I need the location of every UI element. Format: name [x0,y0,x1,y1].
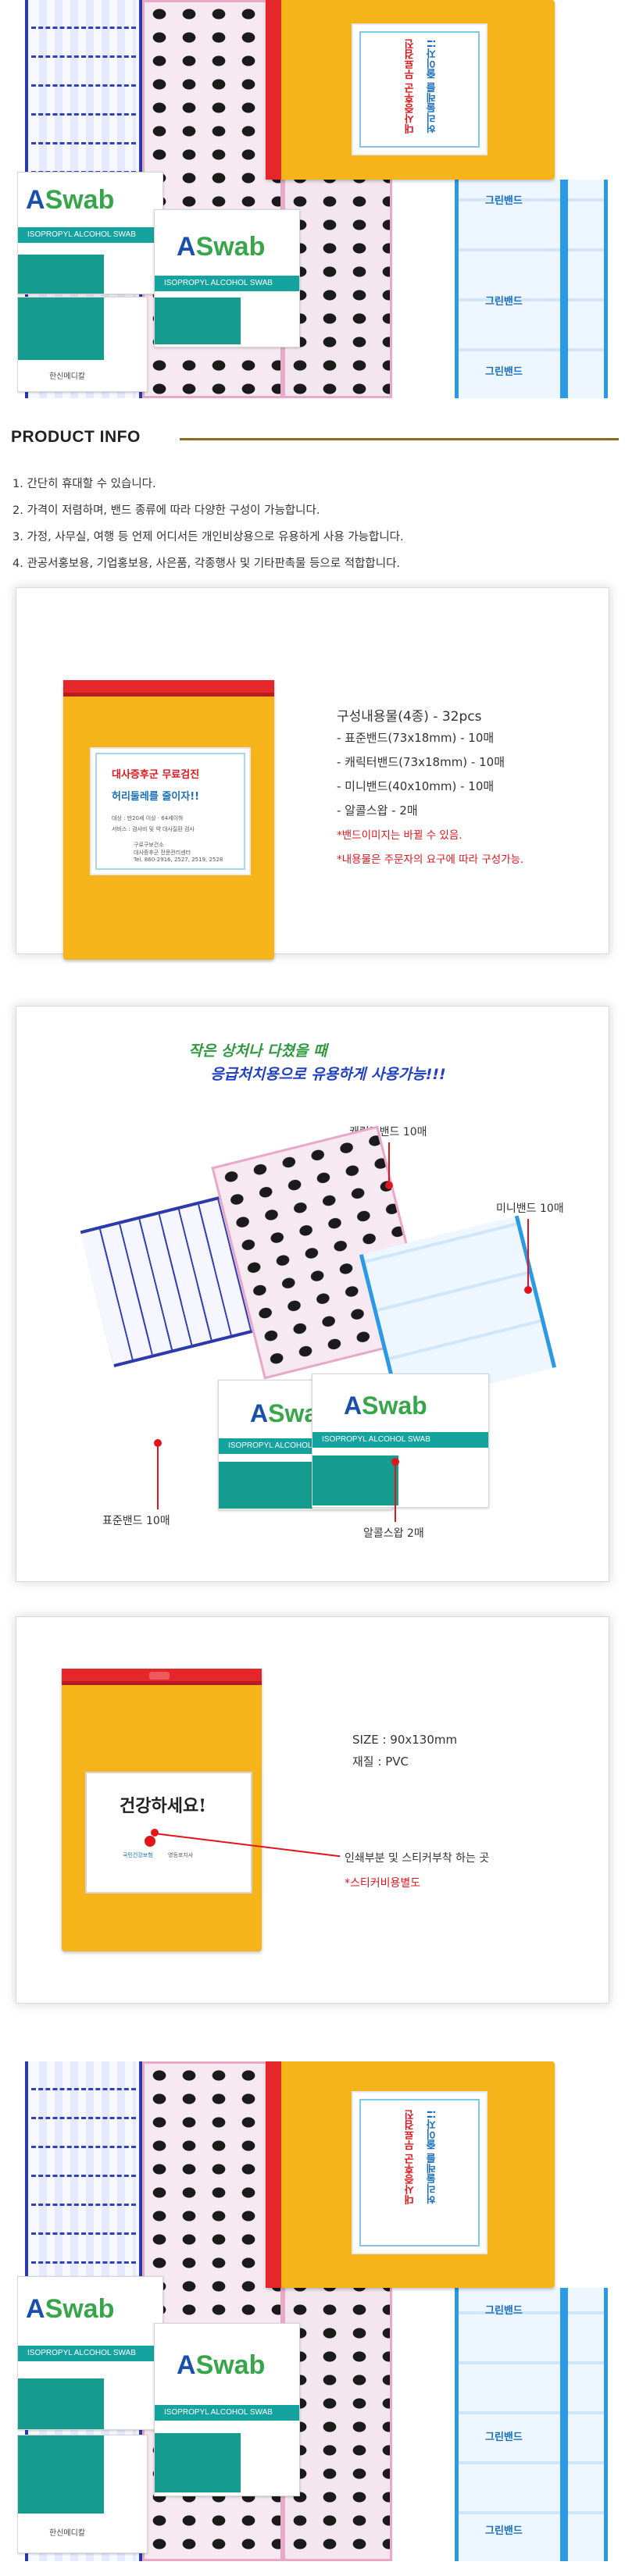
mini-band-label: 그린밴드 [485,2305,523,2317]
size-value: SIZE : 90x130mm [352,1733,458,1747]
card-detail: 서비스 : 검사비 및 약 대사질환 검사 [112,826,195,832]
sticker-note: *스티커비용별도 [345,1877,421,1890]
contents-panel: 대사증후군 무료검진 허리둘레를 줄이자!! 대상 : 만20세 이상 · 64… [16,587,609,960]
callout-leader [388,1142,390,1183]
mini-band-label: 그린밴드 [485,2525,523,2537]
product-collage-top: 그린밴드 그린밴드 그린밴드 대사증후군 무료검진 허리둘레를 줄이자!! AS… [17,0,608,398]
size-spec: SIZE : 90x130mm 재질 : PVC [352,1733,457,1777]
yellow-pouch: 건강하세요! 국민건강보험 영등포지사 [62,1669,262,1951]
product-info-title: PRODUCT INFO [11,428,141,446]
mini-band-column [564,180,608,398]
yellow-pouch: 대사증후군 무료검진 허리둘레를 줄이자!! [266,2061,555,2288]
card-detail: Tel. 860-2916, 2527, 2519, 2528 [134,857,223,863]
standard-band-label: 표준밴드 10매 [102,1515,170,1527]
headline: 작은 상처나 다쳤을 때 [188,1042,327,1060]
heart-icon [145,1836,155,1847]
material-value: 재질 : PVC [352,1755,409,1769]
spec-title: 구성내용물(4종) - 32pcs [337,709,482,725]
alcohol-swab-packet: ASwab ISOPROPYL ALCOHOL SWAB [154,209,300,347]
pouch-card-text: 대사증후군 무료검진 [405,39,416,134]
mini-band-label: 그린밴드 [485,366,523,378]
mini-band-label: 미니밴드 10매 [496,1202,564,1215]
headline: 응급처치용으로 유용하게 사용가능!!! [210,1066,446,1083]
card-logo: 국민건강보험 [123,1852,153,1858]
callout-dot [154,1439,162,1447]
mini-band-label: 그린밴드 [485,2432,523,2443]
alcohol-swab-label: 알콜스왑 2매 [363,1527,424,1540]
alcohol-swab-packet: ASwab ISOPROPYL ALCOHOL SWAB [312,1374,489,1508]
spec-item: - 미니밴드(40x10mm) - 10매 [337,779,495,793]
callout-dot [385,1181,393,1189]
pouch-card-text: 허리둘레를 줄이자!! [427,39,438,134]
mini-band-column: 그린밴드 그린밴드 그린밴드 [455,2288,564,2561]
alcohol-swab-packet: ASwab ISOPROPYL ALCOHOL SWAB [154,2323,300,2496]
print-area-label: 인쇄부분 및 스티커부착 하는 곳 [345,1852,490,1865]
mini-band-column [564,2288,608,2561]
zip-pull [149,1672,170,1680]
product-info-divider [180,438,619,440]
mini-band-column: 그린밴드 그린밴드 그린밴드 [455,180,564,398]
yellow-pouch: 대사증후군 무료검진 허리둘레를 줄이자!! 대상 : 만20세 이상 · 64… [63,680,274,960]
spec-item: - 알콜스왑 - 2매 [337,803,418,818]
callout-leader [527,1219,529,1288]
spec-note: *내용물은 주문자의 요구에 따라 구성가능. [337,853,524,866]
card-greeting: 건강하세요! [120,1796,206,1816]
spec-item: - 표준밴드(73x18mm) - 10매 [337,731,495,745]
list-item: 4. 관공서홍보용, 기업홍보용, 사은품, 각종행사 및 기타판촉물 등으로 … [12,558,401,570]
card-logo: 영등포지사 [168,1852,194,1858]
callout-dot [524,1286,532,1294]
callout-dot [391,1458,399,1466]
alcohol-swab-packet: 한신메디칼 [17,297,148,392]
card-detail: 대사증후군 전문관리센터 [134,850,191,856]
card-headline: 허리둘레를 줄이자!! [112,791,200,803]
alcohol-swab-packet: ASwab ISOPROPYL ALCOHOL SWAB [17,2276,163,2430]
mini-band-label: 그린밴드 [485,296,523,308]
card-headline: 대사증후군 무료검진 [112,769,200,781]
list-item: 1. 간단히 휴대할 수 있습니다. [12,478,156,490]
pouch-card-text: 대사증후군 무료검진 [405,2110,416,2205]
pouch-card-text: 허리둘레를 줄이자!! [427,2110,438,2204]
alcohol-swab-packet: 한신메디칼 [17,2435,148,2553]
list-item: 3. 가정, 사무실, 여행 등 언제 어디서든 개인비상용으로 유용하게 사용… [12,531,404,543]
callout-leader [395,1463,396,1522]
yellow-pouch: 대사증후군 무료검진 허리둘레를 줄이자!! [266,0,555,180]
product-info-list: 1. 간단히 휴대할 수 있습니다. 2. 가격이 저렴하며, 밴드 종류에 따… [12,475,404,581]
callout-dot [151,1829,159,1837]
contents-spec: 구성내용물(4종) - 32pcs - 표준밴드(73x18mm) - 10매 … [337,705,523,875]
size-panel: 건강하세요! 국민건강보험 영등포지사 SIZE : 90x130mm 재질 :… [16,1616,609,2004]
callout-leader [157,1444,159,1509]
spec-note: *밴드이미지는 바뀔 수 있음. [337,829,462,842]
alcohol-swab-packet: ASwab ISOPROPYL ALCOHOL SWAB [17,172,163,294]
mini-band-label: 그린밴드 [485,195,523,207]
product-collage-bottom: 그린밴드 그린밴드 그린밴드 대사증후군 무료검진 허리둘레를 줄이자!! AS… [17,2061,608,2561]
card-detail: 구로구보건소 [134,842,164,848]
components-panel: 작은 상처나 다쳤을 때 응급처치용으로 유용하게 사용가능!!! 캐릭터밴드 … [16,1006,609,1582]
spec-item: - 캐릭터밴드(73x18mm) - 10매 [337,755,505,769]
list-item: 2. 가격이 저렴하며, 밴드 종류에 따라 다양한 구성이 가능합니다. [12,504,320,517]
card-detail: 대상 : 만20세 이상 · 64세이하 [112,815,184,821]
